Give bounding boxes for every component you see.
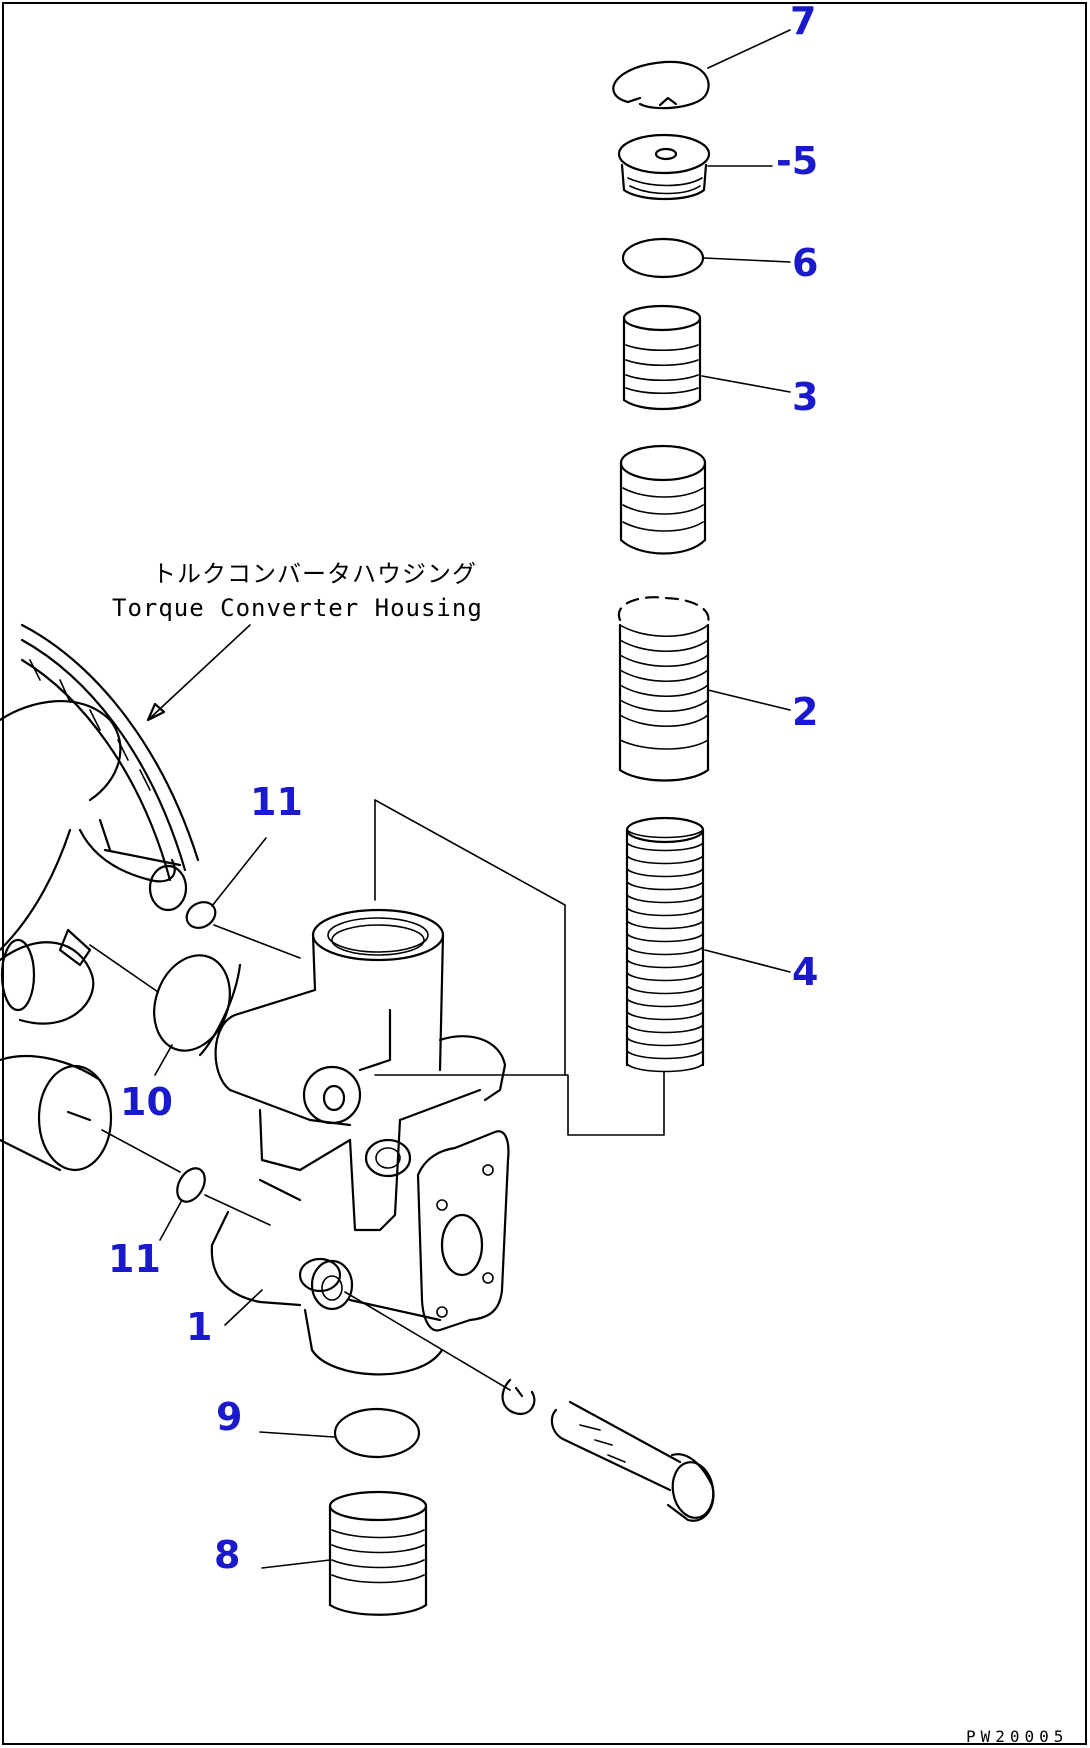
part-11-o-ring-lower [101, 1129, 271, 1241]
housing-caption: トルクコンバータハウジング Torque Converter Housing [112, 560, 483, 622]
callout-4-leader [704, 949, 791, 973]
spring-coil [626, 972, 704, 982]
spring-coil [626, 1024, 704, 1034]
callout-1: 1 [186, 1305, 212, 1349]
part-11-o-ring-upper [185, 837, 301, 959]
spring-coil [626, 894, 704, 904]
callout-6: 7 [790, 0, 816, 43]
part-9-o-ring [259, 1407, 421, 1459]
caption-english: Torque Converter Housing [112, 594, 483, 622]
part-10-o-ring [89, 944, 231, 1076]
spring-coil [626, 907, 704, 917]
callout-7: 6 [792, 241, 818, 285]
spring-outline [625, 828, 705, 1067]
part-1-valve-body [210, 908, 510, 1376]
callout-5: -5 [776, 139, 818, 183]
spring-coil [626, 1063, 704, 1073]
part-6-snap-ring [612, 29, 791, 110]
spring-coil [626, 959, 704, 969]
spring-coil [626, 946, 704, 956]
spring-coil [626, 998, 704, 1008]
spring-coil [626, 842, 704, 852]
spring-coil [626, 829, 704, 839]
part-sleeve [619, 444, 707, 555]
spring-coil [626, 855, 704, 865]
part-8-plug [261, 1490, 428, 1616]
callout-8: 8 [214, 1533, 240, 1577]
assembly-line-spring [374, 799, 665, 1136]
drawing-code: PW20005 [966, 1727, 1068, 1746]
callout-3: 3 [792, 375, 818, 419]
spring-coil [626, 985, 704, 995]
callout-2: 2 [792, 690, 818, 734]
washer-and-bolt [344, 1291, 715, 1522]
spring-coil [626, 868, 704, 878]
spring-coil [626, 1050, 704, 1060]
part-5-plug [617, 133, 773, 201]
caption-japanese: トルクコンバータハウジング [152, 560, 477, 588]
callout-labels: 7 -5 6 3 2 4 11 10 11 1 9 8 [108, 0, 818, 1577]
callout-10: 10 [120, 1080, 173, 1124]
part-7-o-ring [621, 237, 791, 279]
callout-4: 4 [792, 950, 818, 994]
spring-top-coil [625, 816, 705, 844]
torque-converter-housing [0, 623, 242, 1172]
spring-coil [626, 1037, 704, 1047]
part-4-spring [625, 816, 791, 1073]
callout-11-lower: 11 [108, 1237, 161, 1281]
part-2-spring [617, 596, 791, 782]
callout-9: 9 [216, 1395, 242, 1439]
spring-coil [626, 1011, 704, 1021]
callout-11-upper: 11 [250, 780, 303, 824]
spring-coil [626, 881, 704, 891]
housing-leader-arrow [146, 624, 251, 722]
spring-coil [626, 933, 704, 943]
spring-coil [626, 920, 704, 930]
part-3-piston [622, 304, 791, 411]
